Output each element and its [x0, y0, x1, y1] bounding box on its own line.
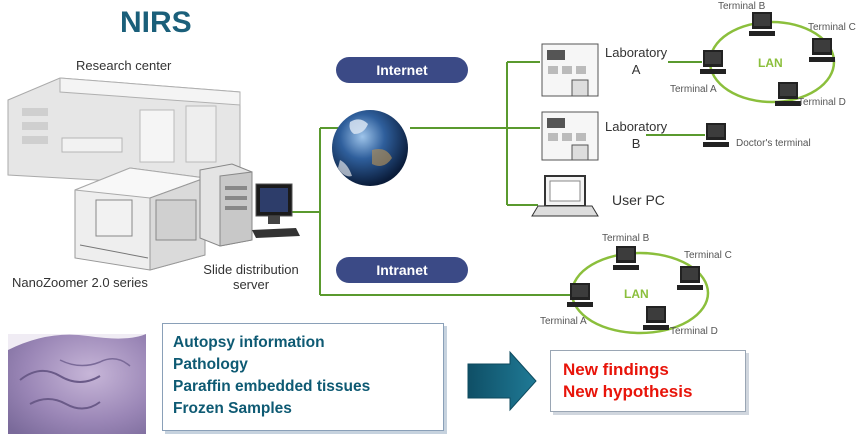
- terminal-icon: [749, 12, 775, 36]
- slide-server-label: Slide distribution server: [203, 262, 299, 292]
- nanozoomer-label: NanoZoomer 2.0 series: [12, 275, 148, 290]
- internet-pill: Internet: [336, 57, 468, 83]
- terminal-d-label-bottom: Terminal D: [670, 326, 718, 337]
- terminal-d-label-top: Terminal D: [798, 97, 846, 108]
- terminal-b-label-bottom: Terminal B: [602, 233, 650, 244]
- terminal-icon: [567, 283, 593, 307]
- laboratory-a-label: Laboratory A: [605, 45, 668, 77]
- finding-item: New hypothesis: [563, 382, 693, 401]
- terminal-icon: [613, 246, 639, 270]
- doctors-terminal-label: Doctor's terminal: [736, 138, 811, 149]
- terminal-icon: [775, 82, 801, 106]
- terminal-icon: [643, 306, 669, 330]
- finding-item: New findings: [563, 360, 669, 379]
- laboratory-a-building: [541, 43, 599, 97]
- research-center-building: [7, 77, 241, 186]
- tissue-sample-image: [8, 334, 146, 434]
- lan-label-top: LAN: [758, 56, 783, 70]
- findings-box: New findings New hypothesis: [550, 350, 746, 412]
- terminal-c-label-top: Terminal C: [808, 22, 856, 33]
- lan-label-bottom: LAN: [624, 287, 649, 301]
- slide-server: [199, 163, 300, 247]
- terminal-icon: [677, 266, 703, 290]
- terminal-a-label-bottom: Terminal A: [540, 316, 587, 327]
- terminal-icon: [809, 38, 835, 62]
- user-pc-laptop: [531, 175, 599, 217]
- research-center-label: Research center: [76, 58, 172, 73]
- intranet-pill: Intranet: [336, 257, 468, 283]
- terminal-a-label-top: Terminal A: [670, 84, 717, 95]
- user-pc-label: User PC: [612, 192, 665, 208]
- info-item: Paraffin embedded tissues: [173, 378, 371, 395]
- terminal-icons: [567, 12, 835, 330]
- laboratory-b-label: Laboratory B: [605, 119, 668, 151]
- info-item: Pathology: [173, 356, 248, 373]
- connection-lines: [285, 61, 705, 296]
- terminal-c-label-bottom: Terminal C: [684, 250, 732, 261]
- nanozoomer-scanner: [74, 167, 206, 271]
- info-item: Autopsy information: [173, 334, 325, 351]
- terminal-b-label-top: Terminal B: [718, 1, 766, 12]
- laboratory-b-building: [541, 111, 599, 161]
- sample-info-box: Autopsy information Pathology Paraffin e…: [162, 323, 444, 431]
- terminal-icon: [700, 50, 726, 74]
- result-arrow: [467, 350, 537, 412]
- globe-icon: [332, 110, 408, 186]
- page-title: NIRS: [120, 6, 192, 39]
- info-item: Frozen Samples: [173, 400, 292, 417]
- terminal-icon: [703, 123, 729, 147]
